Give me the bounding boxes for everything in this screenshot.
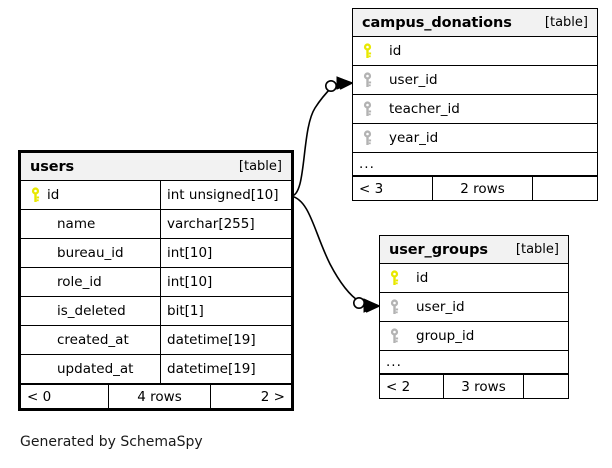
table-row[interactable]: group_id	[380, 322, 568, 351]
column-type-cell: int unsigned[10]	[160, 181, 296, 209]
table-type-tag: [table]	[515, 242, 559, 257]
table-users[interactable]: users [table] id int unsigned[10]	[18, 150, 294, 411]
table-title-campus-donations: campus_donations	[362, 14, 512, 31]
table-footer-users: < 0 4 rows 2 >	[21, 384, 291, 408]
table-row[interactable]: id	[380, 264, 568, 293]
table-row[interactable]: user_id	[380, 293, 568, 322]
table-row[interactable]: created_at datetime[19]	[21, 326, 291, 355]
table-user-groups[interactable]: user_groups [table] id	[379, 235, 569, 399]
column-label: created_at	[57, 332, 129, 348]
table-row[interactable]: year_id	[353, 124, 597, 153]
column-name-cell: id	[380, 264, 568, 292]
column-name-cell: group_id	[380, 322, 568, 350]
column-label: year_id	[389, 130, 439, 146]
column-label: id	[389, 43, 402, 59]
column-type-cell: int[10]	[160, 239, 296, 267]
table-row[interactable]: user_id	[353, 66, 597, 95]
column-type-cell: bit[1]	[160, 297, 296, 325]
foreign-key-icon	[360, 72, 375, 88]
column-label: id	[416, 270, 429, 286]
more-columns-indicator: ...	[353, 153, 597, 176]
table-row[interactable]: id int unsigned[10]	[21, 181, 291, 210]
prev-page-button[interactable]: < 0	[21, 385, 109, 408]
column-name-cell: role_id	[21, 268, 160, 296]
cardinality-zero-marker	[352, 296, 365, 309]
column-type-cell: varchar[255]	[160, 210, 296, 238]
generator-credit: Generated by SchemaSpy	[20, 434, 203, 450]
column-name-cell: created_at	[21, 326, 160, 354]
column-name-cell: year_id	[353, 124, 597, 152]
table-type-tag: [table]	[544, 15, 588, 30]
column-name-cell: user_id	[380, 293, 568, 321]
column-label: user_id	[389, 72, 438, 88]
more-columns-indicator: ...	[380, 351, 568, 374]
foreign-key-icon	[360, 130, 375, 146]
foreign-key-icon	[387, 299, 402, 315]
next-page-button[interactable]	[524, 375, 568, 398]
next-page-button[interactable]: 2 >	[260, 388, 285, 405]
row-count-label: 2 rows	[433, 177, 533, 200]
column-name-cell: id	[21, 181, 160, 209]
column-type-cell: datetime[19]	[160, 326, 296, 354]
column-name-cell: name	[21, 210, 160, 238]
table-title-users: users	[30, 158, 75, 175]
table-header-campus-donations: campus_donations [table]	[353, 9, 597, 37]
relationship-users-user_groups	[290, 195, 381, 313]
column-label: id	[47, 187, 60, 203]
foreign-key-icon	[387, 328, 402, 344]
column-type-cell: int[10]	[160, 268, 296, 296]
primary-key-icon	[360, 43, 375, 59]
column-label: updated_at	[57, 361, 134, 377]
column-name-cell: teacher_id	[353, 95, 597, 123]
table-row[interactable]: name varchar[255]	[21, 210, 291, 239]
table-footer-campus-donations: < 3 2 rows	[353, 176, 597, 200]
relationship-users-campus_donations	[290, 76, 354, 197]
column-name-cell: user_id	[353, 66, 597, 94]
row-count-label: 3 rows	[444, 375, 524, 398]
column-label: name	[57, 216, 96, 232]
column-name-cell: updated_at	[21, 355, 160, 383]
row-count-label: 4 rows	[109, 385, 211, 408]
table-row[interactable]: teacher_id	[353, 95, 597, 124]
column-label: group_id	[416, 328, 475, 344]
column-label: teacher_id	[389, 101, 460, 117]
table-campus-donations[interactable]: campus_donations [table] id	[352, 8, 598, 201]
column-type-cell: datetime[19]	[160, 355, 296, 383]
table-row[interactable]: bureau_id int[10]	[21, 239, 291, 268]
cardinality-zero-marker	[324, 80, 337, 93]
table-row[interactable]: updated_at datetime[19]	[21, 355, 291, 384]
table-row[interactable]: is_deleted bit[1]	[21, 297, 291, 326]
prev-page-button[interactable]: < 3	[353, 177, 433, 200]
foreign-key-icon	[360, 101, 375, 117]
column-label: role_id	[57, 274, 102, 290]
prev-page-button[interactable]: < 2	[380, 375, 444, 398]
next-page-button[interactable]	[533, 177, 597, 200]
table-header-user-groups: user_groups [table]	[380, 236, 568, 264]
column-name-cell: id	[353, 37, 597, 65]
column-label: bureau_id	[57, 245, 124, 261]
column-label: user_id	[416, 299, 465, 315]
primary-key-icon	[387, 270, 402, 286]
column-label: is_deleted	[57, 303, 126, 319]
column-name-cell: is_deleted	[21, 297, 160, 325]
table-title-user-groups: user_groups	[389, 241, 488, 258]
table-type-tag: [table]	[238, 159, 282, 174]
table-header-users: users [table]	[21, 153, 291, 181]
column-name-cell: bureau_id	[21, 239, 160, 267]
table-row[interactable]: id	[353, 37, 597, 66]
table-row[interactable]: role_id int[10]	[21, 268, 291, 297]
primary-key-icon	[28, 187, 43, 203]
table-footer-user-groups: < 2 3 rows	[380, 374, 568, 398]
